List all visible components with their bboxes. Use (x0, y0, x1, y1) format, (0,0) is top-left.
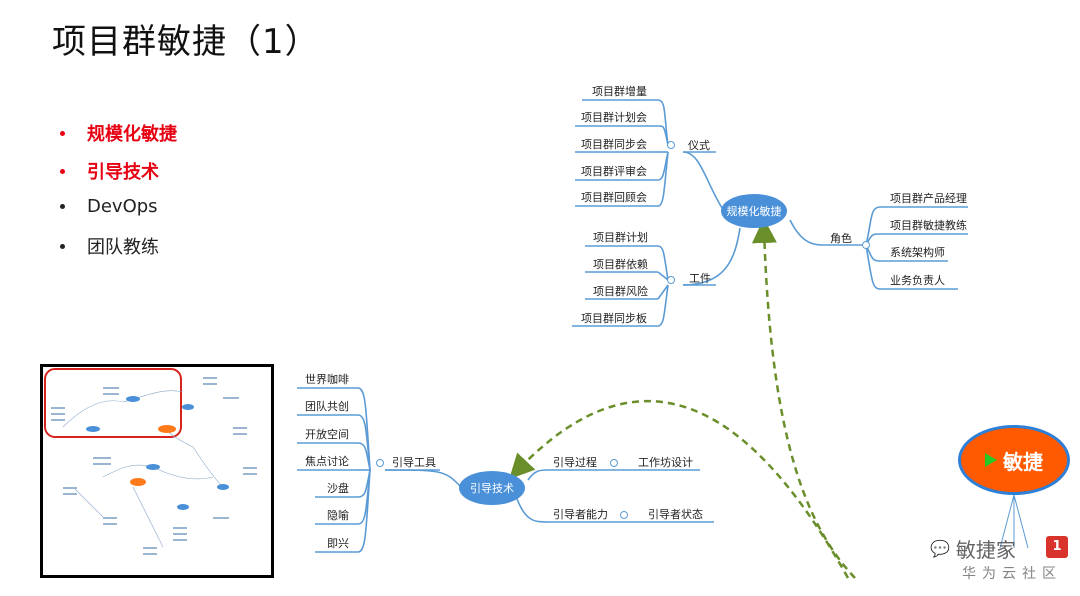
bullet-text: 团队教练 (87, 237, 159, 258)
bullet-item: 规模化敏捷 (60, 120, 177, 146)
notification-badge: 1 (1046, 536, 1068, 558)
leaf-item: 业务负责人 (890, 273, 945, 287)
leaf-item: 项目群回顾会 (581, 190, 647, 204)
branch-roles: 角色 (830, 231, 852, 245)
branch-lines (297, 99, 968, 553)
dashed-connector (751, 218, 856, 579)
leaf-item: 世界咖啡 (305, 372, 349, 386)
bullet-text: 规模化敏捷 (87, 124, 177, 145)
leaf-item: 项目群评审会 (581, 164, 647, 178)
leaf-item: 工作坊设计 (638, 455, 693, 469)
flag-icon (985, 453, 997, 467)
branch-process: 引导过程 (553, 455, 597, 469)
bullet-item: DevOps (60, 196, 158, 217)
overview-thumbnail (40, 364, 274, 578)
watermark-sub: 华为云社区 (962, 566, 1062, 582)
node-facilitation (459, 471, 525, 505)
bullet-dot (60, 204, 65, 209)
collapse-markers (376, 141, 870, 519)
leaf-item: 项目群产品经理 (890, 191, 967, 205)
leaf-item: 项目群敏捷教练 (890, 218, 967, 232)
leaf-item: 沙盘 (327, 481, 349, 495)
leaf-item: 系统架构师 (890, 245, 945, 259)
page-title: 项目群敏捷（1） (52, 22, 320, 62)
wechat-icon: 💬 (930, 539, 950, 558)
node-scaled-agile (721, 194, 787, 228)
root-node-agile: 敏捷 (958, 425, 1070, 495)
bullet-dot (60, 130, 65, 136)
leaf-item: 项目群同步板 (581, 311, 647, 325)
dashed-connector (509, 399, 850, 579)
leaf-item: 项目群增量 (592, 84, 647, 98)
root-node-label: 敏捷 (1003, 449, 1043, 474)
leaf-item: 即兴 (327, 537, 349, 550)
leaf-item: 团队共创 (305, 399, 349, 413)
bullet-text: DevOps (87, 196, 158, 217)
leaf-item: 项目群依赖 (593, 257, 648, 271)
branch-ceremonies: 仪式 (688, 139, 710, 152)
root-connectors (999, 494, 1029, 549)
node-scaled-agile-label: 规模化敏捷 (727, 204, 782, 218)
leaf-item: 隐喻 (327, 508, 349, 522)
leaf-item: 开放空间 (305, 427, 349, 441)
branch-ability: 引导者能力 (553, 507, 608, 521)
branch-tools: 引导工具 (392, 455, 436, 469)
leaf-item: 引导者状态 (648, 507, 703, 521)
watermark-name: 敏捷家 (955, 538, 1016, 562)
leaf-item: 项目群计划会 (581, 110, 647, 124)
leaf-item: 项目群计划 (593, 230, 648, 244)
bullet-text: 引导技术 (87, 162, 159, 183)
bullet-dot (60, 243, 65, 249)
watermark-account: 💬 敏捷家 (930, 534, 1016, 563)
branch-artifacts: 工件 (689, 272, 711, 285)
bullet-dot (60, 168, 65, 174)
node-facilitation-label: 引导技术 (470, 481, 514, 495)
bullet-item: 团队教练 (60, 233, 159, 259)
leaf-item: 项目群同步会 (581, 137, 647, 151)
leaf-item: 焦点讨论 (305, 454, 349, 468)
leaf-item: 项目群风险 (593, 284, 648, 298)
bullet-item: 引导技术 (60, 158, 159, 184)
thumbnail-mindmap (44, 368, 257, 555)
